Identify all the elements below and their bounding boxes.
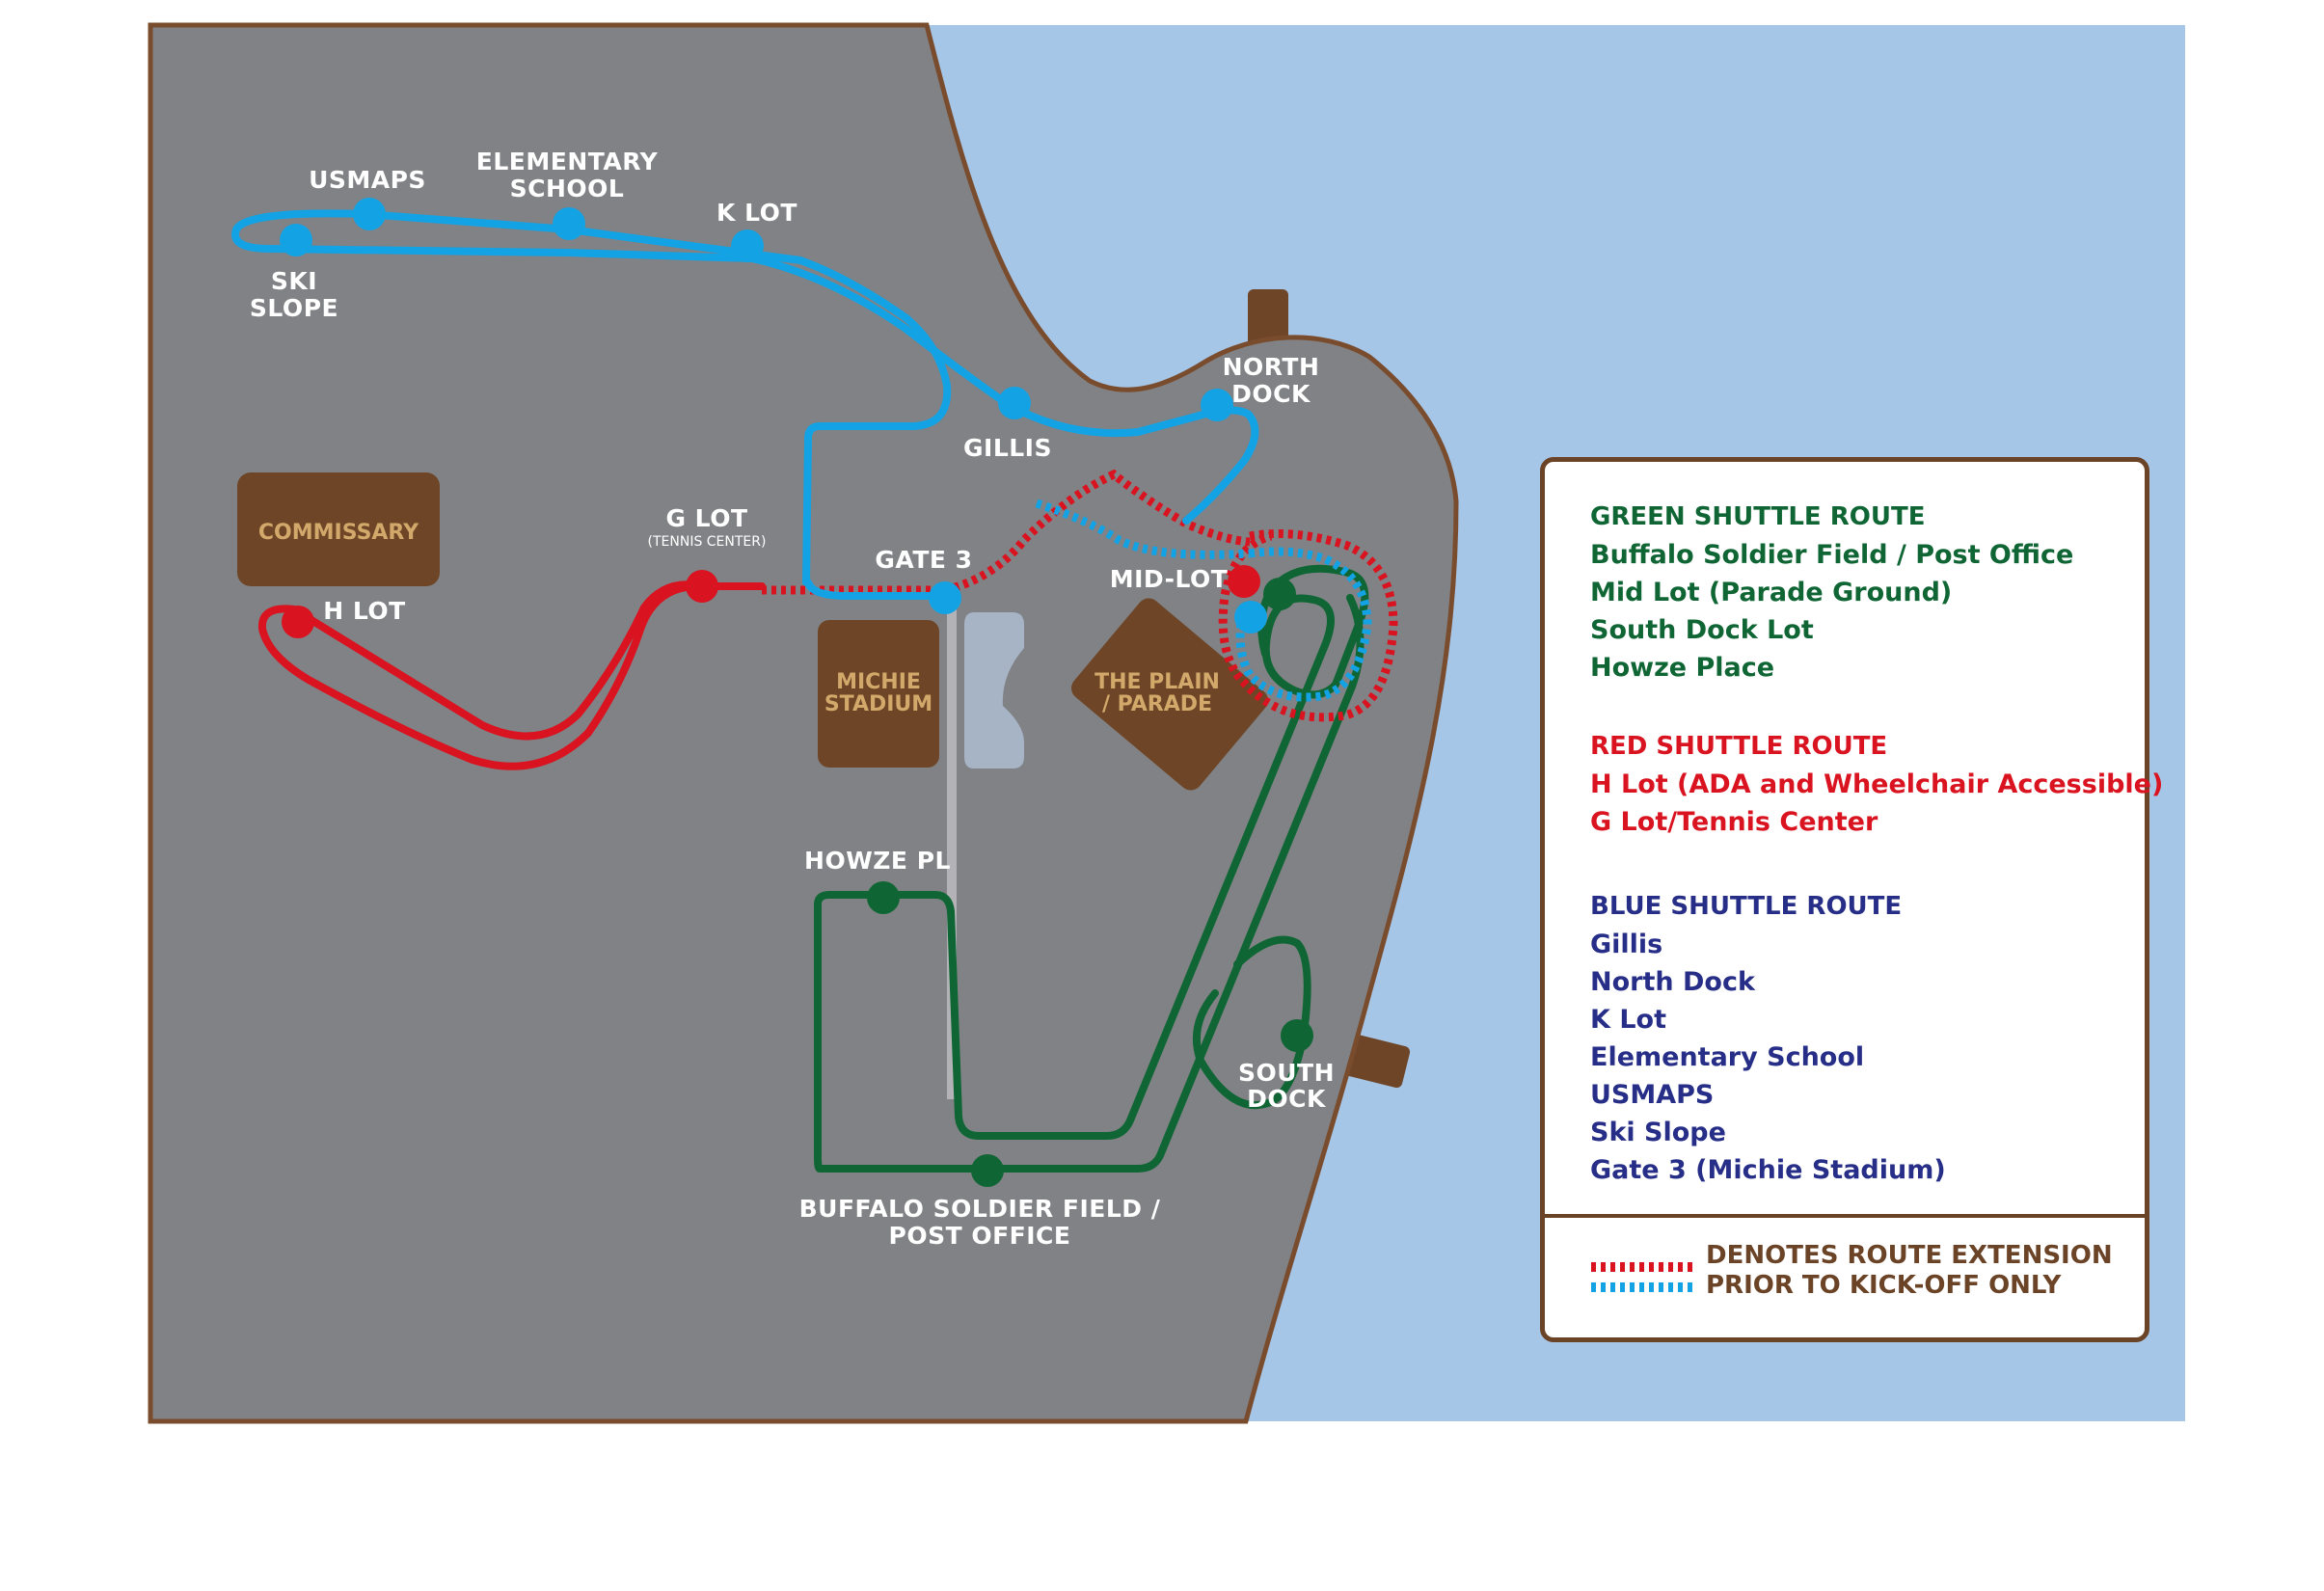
stop-dot-gillis[interactable] bbox=[998, 387, 1031, 419]
red-route bbox=[257, 580, 766, 770]
label-gate-3: GATE 3 bbox=[875, 546, 972, 574]
legend-blue-item: North Dock bbox=[1590, 967, 1755, 997]
label-g-lot: G LOT bbox=[665, 504, 747, 532]
stop-labels: USMAPS ELEMENTARY SCHOOL K LOT SKI SLOPE… bbox=[250, 148, 1335, 1250]
legend-green-item: South Dock Lot bbox=[1590, 615, 1814, 645]
blue-route-extension bbox=[1035, 499, 1372, 702]
label-buffalo-2: POST OFFICE bbox=[889, 1222, 1071, 1250]
legend-red-group: RED SHUTTLE ROUTE H Lot (ADA and Wheelch… bbox=[1590, 728, 2163, 841]
route-extension-swatch bbox=[1591, 1262, 1695, 1292]
label-howze-pl: HOWZE PL bbox=[804, 847, 951, 875]
label-ski-2: SLOPE bbox=[250, 294, 338, 322]
commissary-building: COMMISSARY bbox=[237, 472, 440, 586]
michie-stadium-label-1: MICHIE bbox=[836, 670, 921, 694]
michie-stadium-building: MICHIE STADIUM bbox=[818, 620, 939, 768]
stop-dot-elementary-school[interactable] bbox=[553, 207, 585, 240]
label-elementary-2: SCHOOL bbox=[510, 175, 625, 202]
legend-red-title: RED SHUTTLE ROUTE bbox=[1590, 732, 1888, 761]
stop-dot-gate-3[interactable] bbox=[929, 581, 961, 614]
stop-dot-south-dock[interactable] bbox=[1281, 1019, 1313, 1052]
south-dock-pier bbox=[1339, 1033, 1411, 1089]
label-ski-1: SKI bbox=[271, 267, 317, 295]
stop-dot-mid-lot-green[interactable] bbox=[1263, 578, 1296, 610]
stop-dot-buffalo-soldier[interactable] bbox=[971, 1154, 1004, 1187]
the-plain-label-2: / PARADE bbox=[1102, 692, 1212, 716]
commissary-label: COMMISSARY bbox=[258, 521, 419, 545]
stop-dot-k-lot[interactable] bbox=[731, 229, 764, 262]
label-buffalo-1: BUFFALO SOLDIER FIELD / bbox=[799, 1195, 1161, 1223]
route-extension-note: DENOTES ROUTE EXTENSION PRIOR TO KICK-OF… bbox=[1706, 1241, 2113, 1301]
legend-blue-group: BLUE SHUTTLE ROUTE Gillis North Dock K L… bbox=[1590, 888, 1946, 1189]
label-h-lot: H LOT bbox=[323, 597, 405, 625]
label-south-dock-2: DOCK bbox=[1247, 1085, 1327, 1113]
red-route-extension bbox=[762, 469, 1398, 722]
green-route bbox=[814, 564, 1369, 1173]
road-line bbox=[947, 598, 957, 1099]
label-north-dock-1: NORTH bbox=[1223, 353, 1320, 381]
red-stops bbox=[282, 565, 1260, 638]
legend-blue-item: Elementary School bbox=[1590, 1042, 1865, 1072]
blue-stops bbox=[280, 198, 1267, 634]
label-g-lot-sub: (TENNIS CENTER) bbox=[648, 534, 767, 550]
stop-dot-mid-lot-red[interactable] bbox=[1228, 565, 1260, 598]
legend-green-item: Buffalo Soldier Field / Post Office bbox=[1590, 540, 2074, 570]
label-usmaps: USMAPS bbox=[309, 166, 426, 194]
legend-green-item: Mid Lot (Parade Ground) bbox=[1590, 578, 1953, 607]
label-elementary-1: ELEMENTARY bbox=[476, 148, 659, 175]
stop-dot-h-lot[interactable] bbox=[282, 606, 314, 638]
green-stops bbox=[867, 578, 1313, 1187]
the-plain-label-1: THE PLAIN bbox=[1094, 670, 1220, 694]
legend-divider bbox=[1545, 1214, 2145, 1218]
michie-stadium-label-2: STADIUM bbox=[824, 692, 932, 716]
note-line-1: DENOTES ROUTE EXTENSION bbox=[1706, 1241, 2113, 1270]
label-south-dock-1: SOUTH bbox=[1238, 1059, 1335, 1087]
legend-red-item: H Lot (ADA and Wheelchair Accessible) bbox=[1590, 769, 2164, 799]
label-k-lot: K LOT bbox=[716, 199, 797, 227]
stop-dot-usmaps[interactable] bbox=[353, 198, 386, 230]
stop-dot-north-dock[interactable] bbox=[1201, 389, 1233, 421]
label-gillis: GILLIS bbox=[963, 434, 1052, 462]
legend-red-item: G Lot/Tennis Center bbox=[1590, 807, 1878, 837]
legend-blue-item: K Lot bbox=[1590, 1005, 1666, 1035]
legend-green-group: GREEN SHUTTLE ROUTE Buffalo Soldier Fiel… bbox=[1590, 499, 2073, 687]
stadium-field bbox=[964, 612, 1024, 769]
note-line-2: PRIOR TO KICK-OFF ONLY bbox=[1706, 1271, 2062, 1300]
stop-dot-ski-slope[interactable] bbox=[280, 224, 312, 256]
land-area bbox=[148, 22, 1459, 1424]
stop-dot-mid-lot-blue[interactable] bbox=[1234, 601, 1267, 634]
legend-green-title: GREEN SHUTTLE ROUTE bbox=[1590, 502, 1926, 531]
legend-green-item: Howze Place bbox=[1590, 653, 1775, 683]
the-plain-building: THE PLAIN / PARADE bbox=[1071, 598, 1268, 791]
label-north-dock-2: DOCK bbox=[1231, 380, 1311, 408]
legend-blue-title: BLUE SHUTTLE ROUTE bbox=[1590, 892, 1903, 921]
legend-blue-item: Gillis bbox=[1590, 930, 1663, 959]
legend-blue-item: Ski Slope bbox=[1590, 1118, 1726, 1147]
stop-dot-howze-pl[interactable] bbox=[867, 881, 900, 914]
label-mid-lot: MID-LOT bbox=[1110, 565, 1229, 593]
stop-dot-g-lot[interactable] bbox=[686, 570, 718, 603]
route-legend: GREEN SHUTTLE ROUTE Buffalo Soldier Fiel… bbox=[1540, 457, 2163, 1342]
legend-blue-item: Gate 3 (Michie Stadium) bbox=[1590, 1155, 1946, 1185]
legend-blue-item: USMAPS bbox=[1590, 1080, 1715, 1110]
